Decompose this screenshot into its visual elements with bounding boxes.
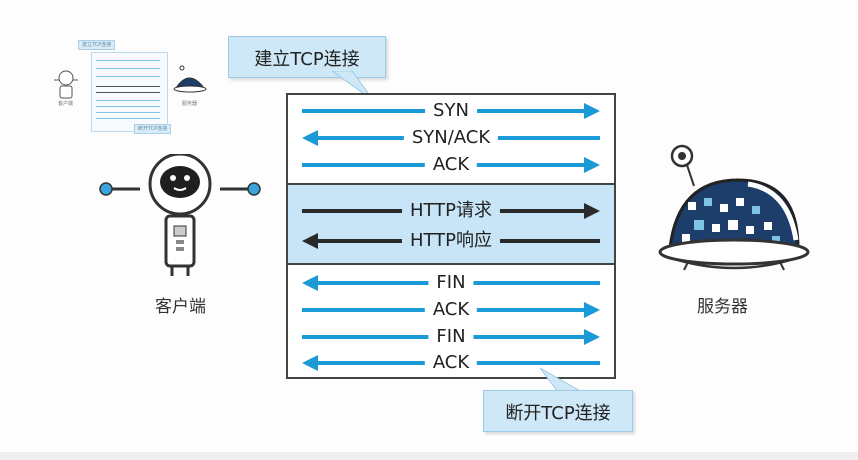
dome-server-icon (658, 144, 810, 271)
message-label-fin: FIN (428, 327, 474, 347)
http-exchange-section: HTTP请求 HTTP响应 (288, 183, 614, 265)
thumbnail-line (96, 68, 160, 69)
thumbnail-line (96, 92, 160, 93)
close-connection-callout: 断开TCP连接 (483, 390, 633, 432)
client-label: 客户端 (155, 297, 206, 317)
diagram-thumbnail: 建立TCP连接 断开TCP连接 客户端 服务器 (44, 38, 214, 134)
message-row-http-request: HTTP请求 (302, 201, 600, 221)
message-label-ack: ACK (424, 300, 478, 320)
thumbnail-line (96, 106, 160, 107)
sequence-diagram: SYN SYN/ACK ACK HTTP请求 (286, 93, 616, 379)
message-label-syn: SYN (425, 101, 477, 121)
thumbnail-line (96, 76, 160, 77)
thumbnail-tag-establish: 建立TCP连接 (78, 40, 116, 50)
thumbnail-line (96, 86, 160, 87)
thumbnail-tag-close: 断开TCP连接 (134, 124, 172, 134)
message-label-http-response: HTTP响应 (401, 231, 501, 251)
robot-icon (99, 154, 261, 276)
thumbnail-line (96, 112, 160, 113)
bottom-strip (0, 452, 858, 460)
message-label-ack: ACK (424, 353, 478, 373)
message-label-synack: SYN/ACK (403, 128, 499, 148)
message-row-ack: ACK (302, 353, 600, 373)
message-row-synack: SYN/ACK (302, 128, 600, 148)
establish-connection-callout: 建立TCP连接 (228, 36, 386, 78)
thumbnail-client-caption: 客户端 (58, 101, 74, 107)
message-row-fin: FIN (302, 327, 600, 347)
thumbnail-figures (54, 65, 207, 99)
thumbnail-server-caption: 服务器 (182, 101, 198, 107)
server-label: 服务器 (697, 297, 748, 317)
message-label-http-request: HTTP请求 (401, 201, 501, 221)
message-row-syn: SYN (302, 101, 600, 121)
thumbnail-line (96, 60, 160, 61)
message-row-ack: ACK (302, 155, 600, 175)
message-row-fin: FIN (302, 273, 600, 293)
message-row-ack: ACK (302, 300, 600, 320)
tcp-teardown-section: FIN ACK FIN ACK (288, 265, 614, 377)
message-row-http-response: HTTP响应 (302, 231, 600, 251)
thumbnail-line (96, 100, 160, 101)
message-label-fin: FIN (428, 273, 474, 293)
tcp-handshake-section: SYN SYN/ACK ACK (288, 95, 614, 183)
thumbnail-line (96, 118, 160, 119)
message-label-ack: ACK (424, 155, 478, 175)
